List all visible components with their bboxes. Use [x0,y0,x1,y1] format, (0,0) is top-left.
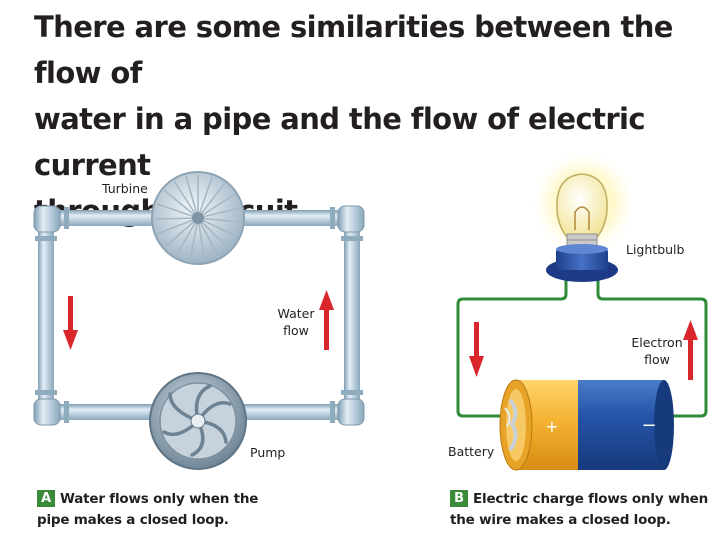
pump-label: Pump [250,445,285,460]
pipe-loop [33,205,365,426]
electron-flow-down-arrow [469,322,484,377]
electron-flow-label-2: flow [644,352,670,367]
caption-a-line-1: Water flows only when the [60,491,259,507]
electron-flow-label-1: Electron [631,335,682,350]
circuit-wire [456,276,708,418]
caption-b-line-1: Electric charge flows only when [473,491,708,507]
pipe-ring [64,401,69,423]
battery-icon [499,379,674,471]
pipe-ring [35,390,57,395]
caption-a: A Water flows only when the pipe makes a … [37,489,258,531]
caption-a-badge: A [37,490,55,507]
pipe-ring [330,401,335,423]
pipe-ring [341,236,363,241]
pipe-ring [341,390,363,395]
battery-label: Battery [448,444,495,459]
pipe-ring [64,207,69,229]
pipe-left [38,222,54,410]
pump-icon [149,372,247,470]
battery-minus-sign: − [641,415,656,436]
pipe-right [344,222,360,410]
turbine-label: Turbine [101,181,148,196]
title-line-2: water in a pipe and the flow of electric… [34,102,646,182]
water-flow-down-arrow [63,296,78,350]
pipe-elbow-bl [33,398,61,426]
caption-a-line-2: pipe makes a closed loop. [37,512,229,528]
pipe-ring [330,207,335,229]
turbine-icon [151,171,245,265]
pipe-elbow-br [337,398,365,426]
caption-b-badge: B [450,490,468,507]
water-flow-label-1: Water [278,306,316,321]
electron-flow-up-arrow [683,320,698,380]
caption-b: B Electric charge flows only when the wir… [450,489,708,531]
pipe-ring [35,236,57,241]
caption-b-line-2: the wire makes a closed loop. [450,512,671,528]
pipe-elbow-tr [337,205,365,233]
water-flow-label-2: flow [283,323,309,338]
title-line-1: There are some similarities between the … [34,10,673,90]
pipe-elbow-tl [33,205,61,233]
water-flow-up-arrow [319,290,334,350]
lightbulb-label: Lightbulb [626,242,685,257]
battery-plus-sign: + [545,417,558,436]
lightbulb-icon [546,173,618,282]
